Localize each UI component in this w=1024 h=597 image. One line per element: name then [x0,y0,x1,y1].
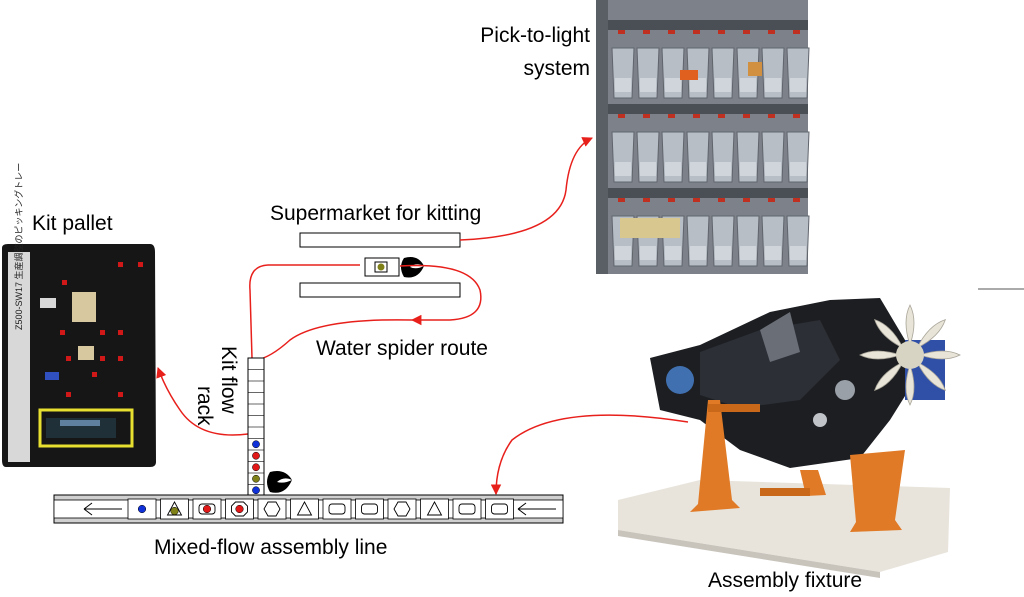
rack-kit-dot [252,451,260,460]
shelf-bin [711,30,735,99]
fan-blade [859,350,902,360]
kit-flow-rack [247,357,265,497]
rack-water-spider-icon [267,471,292,493]
shelf-bin [761,114,785,183]
pallet-marker [92,372,97,377]
line-item [225,498,254,520]
rack-kit-dot [252,463,260,472]
route-return-path [255,319,413,361]
route-arrow-return [399,264,482,326]
shelf-bin [736,198,760,267]
fan-blade [874,319,904,349]
shelf-bin [711,198,735,267]
line-item [452,498,482,520]
arrow-to-pick-to-light [459,137,593,241]
pallet-marker [66,392,71,397]
line-item [322,498,352,520]
shelf-bin [711,114,735,183]
rack-slot [248,438,264,449]
label-pick-to-light-2: system [523,57,590,80]
label-supermarket: Supermarket for kitting [270,202,481,225]
line-item [355,498,384,520]
line-item [127,498,157,520]
line-item [290,498,319,520]
pallet-marker [62,280,67,285]
line-item [387,498,417,520]
shelf-bin [786,30,810,99]
arrow-fixture-to-line [490,414,689,496]
line-kit-dot [235,504,244,514]
line-item [257,498,287,520]
line-arrow-left [83,502,122,516]
line-item [160,498,189,520]
line-arrow-right [517,502,556,516]
pallet-marker [118,330,123,335]
water-spider-icon [401,257,424,278]
water-spider-cart [364,257,400,277]
line-item [192,498,222,520]
line-item [485,498,514,520]
shelf-bin [761,30,785,99]
label-kit-flow-rack-1: Kit flow [217,346,240,415]
fan-blade [916,361,946,391]
shelf-bin [636,30,660,99]
rack-kit-dot [252,486,260,495]
shelf-bin [611,30,635,99]
shelf-bin [661,114,685,183]
pallet-marker [118,356,123,361]
rack-slot [248,461,264,472]
pallet-marker [60,330,65,335]
pallet-side-text: Z500-SW17 生産調整のピッキングトレー [13,163,24,330]
rack-kit-dot [252,474,260,483]
fan-blade [905,304,915,347]
shelf-bin [786,114,810,183]
label-pick-to-light-1: Pick-to-light [480,24,590,47]
assembly-fixture-photo [618,298,961,578]
engine-fan [859,304,961,406]
shelf-bin [761,198,785,267]
pallet-marker [138,262,143,267]
pallet-marker [118,392,123,397]
label-kit-flow-rack-2: rack [193,386,216,426]
label-assembly-fixture: Assembly fixture [708,569,862,592]
line-kit-dot [202,504,212,514]
line-kit-dot [170,506,179,516]
rack-slot [248,472,264,483]
pallet-marker [66,356,71,361]
fan-blade [905,363,915,406]
fan-blade [916,319,946,349]
shelf-bin [736,114,760,183]
fan-blade [918,350,961,360]
fan-blade [874,361,904,391]
shelf-bin [636,114,660,183]
rack-slot [248,484,264,495]
rack-kit-dot [252,440,260,449]
kit-pallet-photo: Z500-SW17 生産調整のピッキングトレー [2,163,156,467]
label-mixed-flow-line: Mixed-flow assembly line [154,536,387,559]
water-spider-route [249,264,360,359]
shelf-bin [786,198,810,267]
rack-slot [248,449,264,460]
pallet-marker [100,356,105,361]
shelf-bin [686,114,710,183]
shelf-bin [686,198,710,267]
label-kit-pallet: Kit pallet [32,212,113,235]
pick-to-light-photo [596,0,810,274]
shelf-bin [611,114,635,183]
label-water-spider-route: Water spider route [316,337,488,360]
line-item [420,498,449,520]
assembly-line [53,494,564,524]
line-kit-dot [137,504,147,514]
pallet-marker [100,330,105,335]
shelf-bin [661,30,685,99]
pallet-marker [118,262,123,267]
arrow-to-kit-pallet [156,367,249,436]
